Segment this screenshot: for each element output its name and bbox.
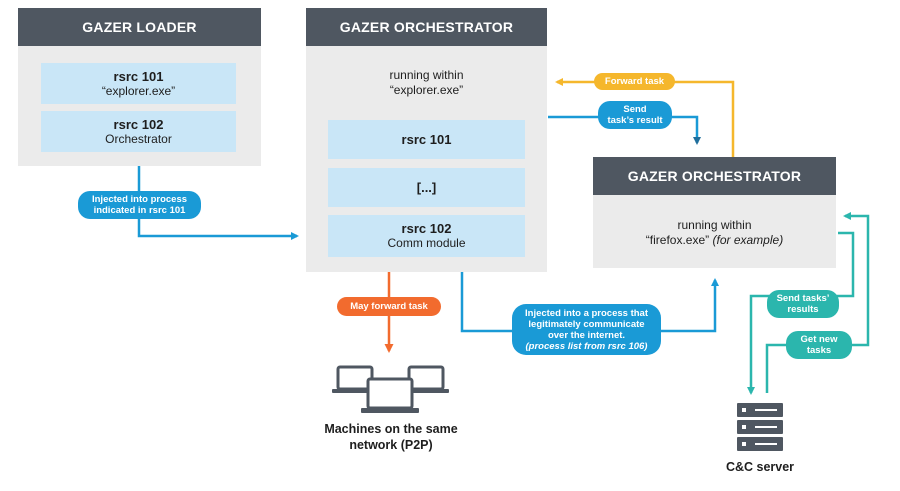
server-rack-icon [737, 403, 783, 451]
orchestrator-main-box: GAZER ORCHESTRATOR running within “explo… [306, 8, 547, 272]
orchestrator-second-title: GAZER ORCHESTRATOR [593, 157, 836, 195]
orchestrator-main-running-line1: running within [389, 68, 464, 82]
machines-line2: network (P2P) [349, 438, 433, 452]
orchestrator-rsrc-102-title: rsrc 102 [401, 221, 452, 236]
orchestrator-main-title: GAZER ORCHESTRATOR [306, 8, 547, 46]
may-forward-pill: May forward task [337, 297, 441, 316]
orchestrator-second-example: (for example) [712, 233, 784, 247]
machines-caption: Machines on the same network (P2P) [300, 421, 482, 453]
send-tasks-arrow [747, 231, 855, 395]
laptop-stack-icon [332, 365, 449, 413]
loader-title: GAZER LOADER [18, 8, 261, 46]
send-result-line2: task’s result [607, 115, 663, 126]
loader-rsrc-101-title: rsrc 101 [113, 68, 164, 84]
send-result-pill: Send task’s result [598, 101, 672, 129]
injected-process-line2: indicated in rsrc 101 [93, 205, 186, 216]
injected-comm-line4: (process list from rsrc 106) [525, 340, 648, 352]
orchestrator-main-running-line2: “explorer.exe” [389, 83, 464, 97]
send-tasks-line2: results [787, 304, 819, 315]
orchestrator-second-process: “firefox.exe” [645, 233, 710, 247]
orchestrator-rsrc-101-title: rsrc 101 [401, 132, 452, 147]
orchestrator-rsrc-102: rsrc 102 Comm module [328, 215, 525, 257]
orchestrator-second-box: GAZER ORCHESTRATOR running within “firef… [593, 157, 836, 268]
injected-comm-pill: Injected into a process that legitimatel… [512, 304, 661, 355]
orchestrator-rsrc-102-sub: Comm module [387, 236, 466, 250]
injected-process-line1: Injected into process [91, 194, 188, 205]
injected-comm-line1: Injected into a process that [525, 307, 648, 319]
injected-comm-line2: legitimately communicate [528, 318, 645, 330]
injected-process-pill: Injected into process indicated in rsrc … [78, 191, 201, 219]
loader-box: GAZER LOADER rsrc 101 “explorer.exe” rsr… [18, 8, 261, 166]
get-tasks-line1: Get new [800, 334, 838, 345]
loader-rsrc-101-sub: “explorer.exe” [101, 83, 176, 98]
orchestrator-second-running-line1: running within [677, 218, 752, 232]
orchestrator-rsrc-ellipsis: [...] [328, 168, 525, 207]
get-tasks-pill: Get new tasks [786, 331, 852, 359]
cc-server-label: C&C server [725, 460, 795, 474]
send-result-line1: Send [623, 104, 647, 115]
loader-rsrc-101: rsrc 101 “explorer.exe” [41, 63, 236, 104]
get-tasks-arrow [765, 212, 870, 393]
get-tasks-line2: tasks [806, 345, 832, 356]
orchestrator-ellipsis-text: [...] [416, 180, 437, 195]
send-tasks-pill: Send tasks’ results [767, 290, 839, 318]
orchestrator-second-running: running within “firefox.exe” (for exampl… [593, 218, 836, 248]
inject-arrow [137, 164, 299, 240]
send-tasks-line1: Send tasks’ [776, 293, 830, 304]
loader-rsrc-102-sub: Orchestrator [105, 131, 172, 146]
orchestrator-rsrc-101: rsrc 101 [328, 120, 525, 159]
orchestrator-main-running: running within “explorer.exe” [306, 68, 547, 98]
orchestrator-second-running-line2: “firefox.exe” (for example) [593, 233, 836, 248]
injected-comm-line3: over the internet. [547, 329, 626, 341]
loader-rsrc-102-title: rsrc 102 [113, 116, 164, 132]
send-result-arrow [548, 115, 701, 145]
may-forward-label: May forward task [350, 301, 428, 312]
loader-rsrc-102: rsrc 102 Orchestrator [41, 111, 236, 152]
forward-task-label: Forward task [604, 76, 665, 87]
machines-line1: Machines on the same [324, 422, 458, 436]
forward-task-pill: Forward task [594, 73, 675, 90]
